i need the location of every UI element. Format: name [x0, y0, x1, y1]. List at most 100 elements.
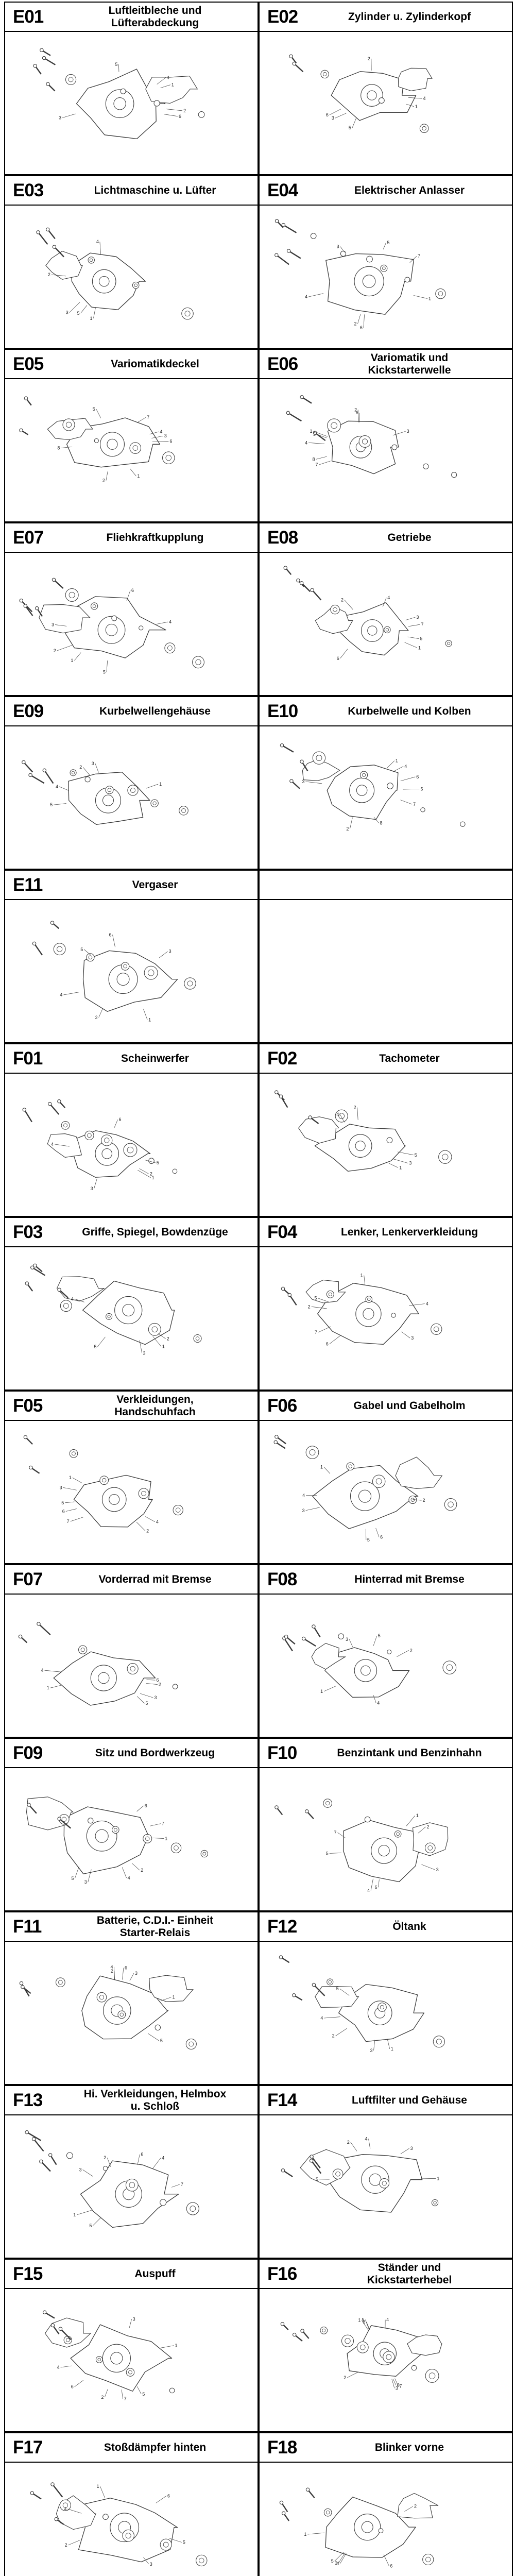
svg-text:1: 1 [415, 104, 418, 109]
svg-text:1: 1 [437, 2176, 439, 2181]
svg-text:4: 4 [96, 239, 99, 244]
cell-title: Kurbelwellengehäuse [59, 705, 258, 717]
cell-header: E02 Zylinder u. Zylinderkopf [260, 3, 512, 32]
svg-text:4: 4 [367, 1888, 370, 1893]
svg-text:3: 3 [92, 761, 94, 766]
cell-header: F03 Griffe, Spiegel, Bowdenzüge [5, 1218, 258, 1247]
svg-text:4: 4 [162, 2155, 164, 2160]
cell-code: F12 [267, 1917, 297, 1937]
svg-text:6: 6 [167, 2494, 170, 2499]
svg-text:2: 2 [414, 2504, 417, 2509]
svg-text:1: 1 [69, 1475, 72, 1480]
cell-header: E04 Elektrischer Anlasser [260, 176, 512, 206]
cell-code: F18 [267, 2437, 297, 2458]
cell-title-text: Kurbelwellengehäuse [99, 705, 211, 717]
svg-text:2: 2 [48, 272, 50, 277]
svg-text:6: 6 [360, 325, 363, 330]
svg-text:1: 1 [73, 2212, 76, 2217]
svg-text:2: 2 [101, 2395, 104, 2400]
svg-text:6: 6 [179, 114, 181, 119]
cell-code: F17 [13, 2437, 43, 2458]
svg-text:2: 2 [308, 1304, 311, 1309]
cell-code: F06 [267, 1396, 297, 1416]
svg-text:3: 3 [335, 2561, 337, 2566]
svg-text:2: 2 [102, 478, 105, 483]
cell-title-text: Lenker, Lenkerverkleidung [340, 1226, 478, 1238]
svg-text:4: 4 [305, 294, 307, 299]
cell-header: E01 Luftleitbleche und Lüfterabdeckung [5, 3, 258, 32]
cell-code: E10 [267, 701, 298, 721]
cell-title-text: Elektrischer Anlasser [354, 184, 465, 196]
svg-text:2: 2 [183, 108, 186, 113]
svg-text:6: 6 [326, 112, 329, 117]
svg-text:8: 8 [57, 446, 60, 451]
svg-text:5: 5 [336, 1986, 339, 1991]
cell-title: Batterie, C.D.I.- Einheit Starter-Relais [59, 1914, 258, 1938]
cell-header: F07 Vorderrad mit Bremse [5, 1565, 258, 1595]
svg-text:5: 5 [93, 406, 95, 412]
svg-text:4: 4 [404, 764, 407, 769]
cell-code: F16 [267, 2264, 297, 2284]
svg-text:1: 1 [162, 1344, 165, 1349]
cell-title-text: Batterie, C.D.I.- Einheit Starter-Relais [96, 1914, 214, 1939]
svg-text:6: 6 [62, 1509, 65, 1514]
cell-title: Getriebe [313, 532, 512, 544]
svg-text:1: 1 [90, 316, 92, 321]
cell-header: F16 Ständer und Kickstarterhebel [260, 2260, 512, 2289]
cell-title-text: Fliehkraftkupplung [106, 531, 204, 544]
svg-text:6: 6 [375, 1885, 377, 1890]
svg-text:1: 1 [47, 1685, 49, 1690]
cell-code: F14 [267, 2090, 297, 2110]
svg-text:5: 5 [415, 1153, 417, 1158]
svg-text:5: 5 [160, 2038, 163, 2043]
svg-text:4: 4 [336, 1112, 339, 1117]
cell-code: E04 [267, 180, 298, 200]
cell-header: F18 Blinker vorne [260, 2433, 512, 2463]
svg-text:3: 3 [332, 115, 334, 121]
cell-title-text: Stoßdämpfer hinten [104, 2441, 207, 2453]
cell-header: E10 Kurbelwelle und Kolben [260, 697, 512, 726]
svg-text:5: 5 [115, 62, 117, 67]
cell-header: F08 Hinterrad mit Bremse [260, 1565, 512, 1595]
cell-title-text: Griffe, Spiegel, Bowdenzüge [82, 1226, 228, 1238]
cell-title-text: Gabel und Gabelholm [353, 1399, 466, 1412]
cell-header: E06 Variomatik und Kickstarterwelle [260, 350, 512, 379]
svg-text:4: 4 [302, 1493, 305, 1498]
svg-text:2: 2 [354, 1105, 356, 1110]
svg-text:4: 4 [377, 1700, 380, 1705]
svg-text:5: 5 [183, 2540, 185, 2545]
cell-title: Luftfilter und Gehäuse [313, 2094, 512, 2106]
svg-text:6: 6 [380, 1535, 383, 1540]
svg-text:1: 1 [137, 473, 140, 479]
svg-text:1: 1 [416, 1813, 419, 1818]
cell-code: F10 [267, 1743, 297, 1763]
cell-title-text: Verkleidungen, Handschuhfach [114, 1394, 196, 1418]
svg-text:4: 4 [167, 75, 169, 80]
svg-text:7: 7 [147, 415, 149, 420]
svg-text:7: 7 [421, 622, 424, 627]
svg-text:3: 3 [337, 244, 339, 249]
svg-text:5: 5 [349, 125, 351, 130]
svg-text:8: 8 [380, 820, 383, 825]
svg-text:5: 5 [50, 802, 53, 807]
svg-text:2: 2 [410, 1648, 413, 1653]
svg-text:6: 6 [118, 1117, 121, 1122]
